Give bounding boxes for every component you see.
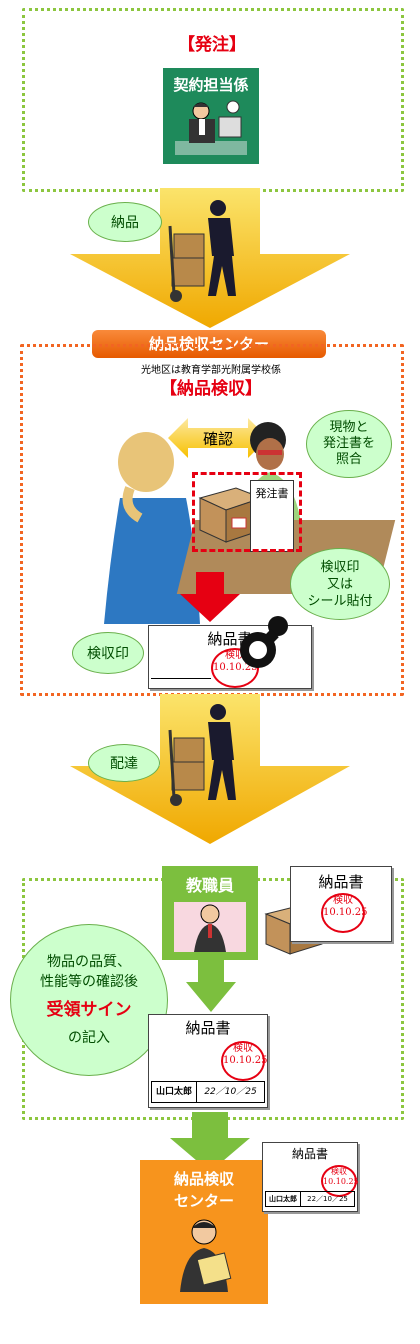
final-note-title: 納品書 [291, 1147, 328, 1161]
stamp-or-seal-text: 検収印 又は シール貼付 [307, 559, 373, 609]
note-lines [151, 678, 211, 679]
final-signature-name: 山口太郎 [266, 1192, 301, 1206]
signature-name: 山口太郎 [152, 1082, 197, 1102]
order-title: 【発注】 [178, 35, 246, 55]
delivery-worker-icon [168, 200, 236, 302]
staff-delivery-note: 納品書 検収 10.10.25 [290, 866, 392, 942]
bubble-line-2: 性能等の確認後 [40, 974, 138, 990]
stamp-bubble-text: 検収印 [87, 646, 129, 662]
inspection-focus-frame [192, 472, 302, 552]
stamp-tool-icon [240, 616, 288, 668]
order-doc-label: 発注書 [255, 487, 289, 500]
delivery-bubble-1: 納品 [88, 202, 162, 242]
office-worker-icon [175, 100, 247, 155]
staff-member-icon [174, 902, 246, 952]
down-arrow-1 [70, 188, 350, 328]
signed-note-stamp: 検収 10.10.25 [221, 1041, 268, 1081]
bubble-emphasis: 受領サイン [46, 1000, 132, 1020]
contract-officer-box: 契約担当係 [163, 68, 259, 164]
confirm-label: 確認 [202, 430, 233, 448]
confirm-arrow [168, 418, 268, 458]
stamp-top-text: 検収 [225, 650, 245, 661]
order-doc-sheet: 発注書 [250, 480, 294, 552]
final-signature-date: 22／10／25 [307, 1195, 348, 1203]
green-down-arrow-2 [170, 1112, 250, 1172]
compare-bubble-text: 現物と 発注書を 照合 [322, 420, 375, 467]
delivery-label-2: 配達 [110, 756, 138, 772]
stamp-or-seal-bubble: 検収印 又は シール貼付 [290, 548, 390, 620]
red-down-arrow [180, 572, 240, 622]
down-arrow-2 [70, 694, 350, 844]
inspection-center-box: 納品検収 センター [140, 1160, 268, 1304]
signature-row: 山口太郎 22／10／25 [151, 1081, 265, 1103]
signature-date: 22／10／25 [204, 1087, 257, 1097]
final-delivery-note: 納品書 検収 10.10.25 山口太郎 22／10／25 [262, 1142, 359, 1212]
stamp-date: 10.10.25 [213, 662, 258, 673]
bubble-line-3: の記入 [68, 1030, 110, 1046]
final-signature-row: 山口太郎 22／10／25 [265, 1191, 355, 1207]
stamp-bubble: 検収印 [72, 632, 144, 674]
contract-officer-label: 契約担当係 [173, 76, 249, 94]
signed-delivery-note: 納品書 検収 10.10.25 山口太郎 22／10／25 [148, 1014, 268, 1108]
center-box-label: 納品検収 センター [173, 1170, 234, 1210]
final-stamp-date: 10.10.25 [323, 1177, 359, 1186]
green-down-arrow-1 [186, 960, 236, 1012]
delivery-label-1: 納品 [111, 215, 139, 231]
staff-stamp-date: 10.10.25 [323, 907, 368, 918]
staff-box: 教職員 [162, 866, 258, 960]
signed-stamp-top: 検収 [233, 1043, 253, 1054]
staff-stamp-top: 検収 [333, 895, 353, 906]
signed-stamp-date: 10.10.25 [223, 1055, 268, 1066]
signed-note-title: 納品書 [185, 1019, 231, 1037]
staff-label: 教職員 [185, 876, 234, 895]
clerk-reading-icon [180, 1219, 232, 1292]
staff-note-title: 納品書 [318, 873, 364, 891]
delivery-bubble-2: 配達 [88, 744, 160, 782]
delivery-worker-icon-2 [168, 704, 236, 806]
bubble-line-1: 物品の品質、 [47, 954, 131, 970]
delivery-note-sheet: 納品書 検収 10.10.25 [148, 625, 312, 689]
receipt-signature-bubble: 物品の品質、 性能等の確認後 受領サイン の記入 [10, 924, 168, 1076]
area-note: 光地区は教育学部光附属学校係 [141, 365, 281, 376]
staff-note-stamp: 検収 10.10.25 [321, 893, 368, 933]
final-stamp-top: 検収 [331, 1167, 347, 1176]
final-note-stamp: 検収 10.10.25 [321, 1165, 359, 1197]
inspection-title: 【納品検収】 [160, 379, 262, 399]
compare-bubble: 現物と 発注書を 照合 [306, 410, 392, 478]
inspector-woman-icon [104, 432, 200, 624]
